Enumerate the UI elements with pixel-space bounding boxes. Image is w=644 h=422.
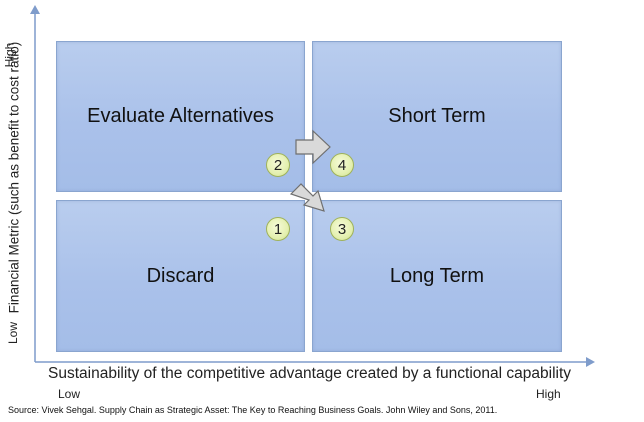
quadrant-long-term: Long Term xyxy=(312,200,562,352)
y-axis-title: Financial Metric (such as benefit to cos… xyxy=(6,41,22,314)
x-axis-low-label: Low xyxy=(58,387,81,401)
quadrant-evaluate-alternatives: Evaluate Alternatives xyxy=(56,41,305,192)
badge-1: 1 xyxy=(266,217,290,241)
badge-4: 4 xyxy=(330,153,354,177)
badge-3: 3 xyxy=(330,217,354,241)
x-axis-arrowhead xyxy=(586,357,595,367)
quadrant-long-term-label: Long Term xyxy=(389,264,485,287)
y-axis-arrowhead xyxy=(30,5,40,14)
source-citation: Source: Vivek Sehgal. Supply Chain as St… xyxy=(8,405,498,415)
arrow-diagonal xyxy=(289,183,325,212)
x-axis-title: Sustainability of the competitive advant… xyxy=(48,365,572,382)
arrow-right xyxy=(295,129,331,165)
badge-2: 2 xyxy=(266,153,290,177)
quadrant-short-term-label: Short Term xyxy=(388,105,486,127)
quadrant-evaluate-alternatives-label: Evaluate Alternatives xyxy=(87,105,274,127)
x-axis-high-label: High xyxy=(536,387,561,401)
quadrant-discard: Discard xyxy=(56,200,305,352)
quadrant-discard-label: Discard xyxy=(146,264,215,287)
